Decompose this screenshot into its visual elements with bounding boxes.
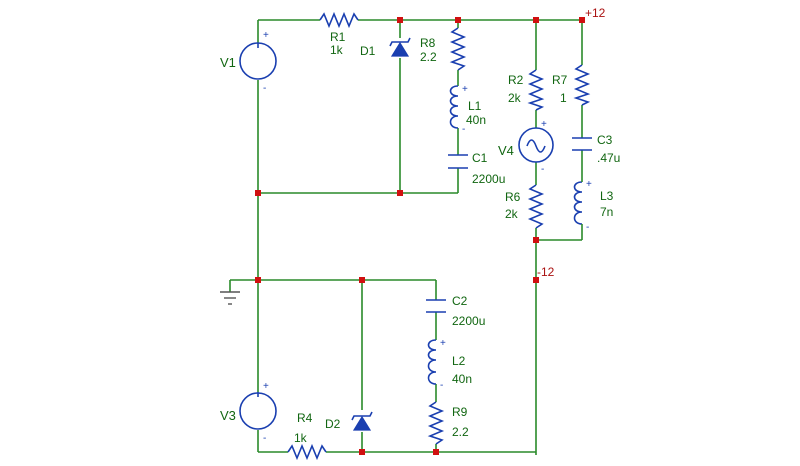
v3-minus: - xyxy=(263,433,266,444)
rail-label-positive: +12 xyxy=(585,6,606,20)
c1-value: 2200u xyxy=(472,172,505,186)
v4-plus: + xyxy=(541,119,547,130)
l2-name: L2 xyxy=(452,354,466,368)
c2-value: 2200u xyxy=(452,314,485,328)
v4-name: V4 xyxy=(498,143,514,158)
l2-value: 40n xyxy=(452,372,472,386)
l3-plus: + xyxy=(586,179,592,190)
c3-value: .47u xyxy=(597,151,620,165)
l1-name: L1 xyxy=(468,99,482,113)
l3-name: L3 xyxy=(600,189,614,203)
r6-name: R6 xyxy=(505,190,521,204)
v1-minus: - xyxy=(263,83,266,94)
inductor-l1[interactable]: + - L1 40n xyxy=(449,84,487,135)
l1-plus: + xyxy=(462,84,468,95)
resistor-r1[interactable]: R1 1k xyxy=(319,11,359,57)
zener-d2[interactable]: D2 xyxy=(325,411,373,431)
ground-icon xyxy=(220,291,240,305)
resistor-r4[interactable]: R4 1k xyxy=(287,411,327,461)
r9-name: R9 xyxy=(452,405,468,419)
r1-name: R1 xyxy=(330,30,346,44)
r2-name: R2 xyxy=(508,73,524,87)
r7-name: R7 xyxy=(552,73,568,87)
junction-nodes xyxy=(255,17,585,455)
v3-plus: + xyxy=(263,381,269,392)
capacitor-c1[interactable]: C1 2200u xyxy=(448,151,505,186)
zener-d1[interactable]: D1 xyxy=(360,37,411,58)
c2-name: C2 xyxy=(452,294,468,308)
r4-name: R4 xyxy=(297,411,313,425)
source-v1[interactable]: + - V1 xyxy=(220,30,277,94)
resistor-r7[interactable]: R7 1 xyxy=(552,64,591,106)
resistor-r8[interactable]: R8 2.2 xyxy=(420,27,467,71)
r6-value: 2k xyxy=(505,207,519,221)
r1-value: 1k xyxy=(330,43,344,57)
resistor-r6[interactable]: R6 2k xyxy=(505,184,545,229)
l3-value: 7n xyxy=(600,205,613,219)
wires xyxy=(229,19,583,455)
d1-name: D1 xyxy=(360,44,376,58)
capacitor-c2[interactable]: C2 2200u xyxy=(426,294,485,328)
ac-source-v4[interactable]: + - V4 xyxy=(498,119,554,175)
c1-name: C1 xyxy=(472,151,488,165)
v3-name: V3 xyxy=(220,408,236,423)
l3-minus: - xyxy=(586,222,589,233)
l1-value: 40n xyxy=(466,113,486,127)
r7-value: 1 xyxy=(560,91,567,105)
c3-name: C3 xyxy=(597,133,613,147)
v4-minus: - xyxy=(541,164,544,175)
rail-label-negative: -12 xyxy=(537,265,555,279)
source-v3[interactable]: + - V3 xyxy=(220,381,277,444)
v1-name: V1 xyxy=(220,55,236,70)
inductor-l2[interactable]: + - L2 40n xyxy=(427,338,473,391)
capacitor-c3[interactable]: C3 .47u xyxy=(572,133,620,165)
r8-name: R8 xyxy=(420,36,436,50)
l2-plus: + xyxy=(440,338,446,349)
v1-plus: + xyxy=(263,30,269,41)
r4-value: 1k xyxy=(294,431,308,445)
inductor-l3[interactable]: + - L3 7n xyxy=(573,179,614,233)
l1-minus: - xyxy=(462,124,465,135)
resistor-r2[interactable]: R2 2k xyxy=(508,69,545,111)
r8-value: 2.2 xyxy=(420,50,437,64)
resistor-r9[interactable]: R9 2.2 xyxy=(427,401,469,445)
r9-value: 2.2 xyxy=(452,425,469,439)
r2-value: 2k xyxy=(508,91,522,105)
d2-name: D2 xyxy=(325,417,341,431)
l2-minus: - xyxy=(440,380,443,391)
